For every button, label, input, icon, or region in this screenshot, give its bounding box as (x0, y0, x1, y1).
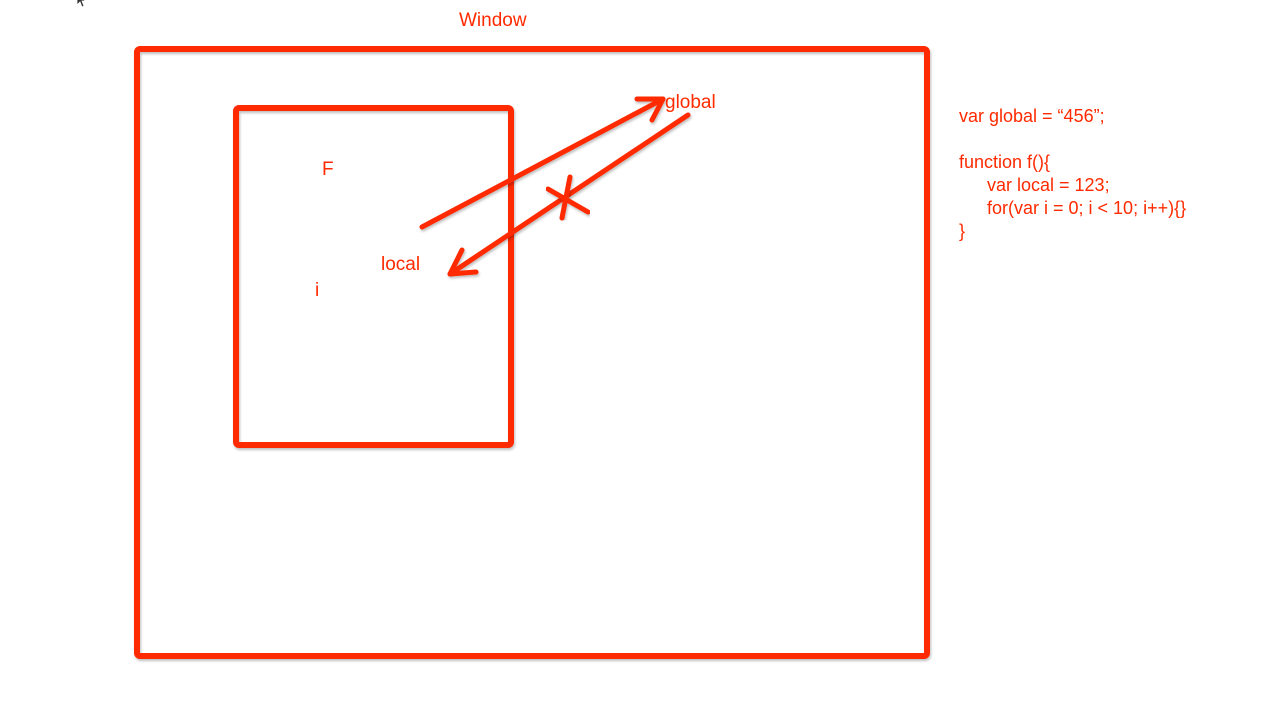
code-line: function f(){ (959, 152, 1051, 172)
cross-mark-icon (545, 174, 591, 221)
global-label: global (665, 92, 716, 113)
function-label: F (322, 159, 334, 180)
function-scope-box (233, 105, 514, 448)
arrow-local-to-global (419, 96, 666, 230)
code-snippet: var global = “456”; function f(){ var lo… (959, 105, 1186, 243)
mouse-pointer-icon (76, 0, 88, 8)
code-line: } (959, 221, 966, 241)
i-label: i (315, 280, 320, 301)
code-line: var local = 123; (987, 175, 1110, 195)
local-label: local (381, 254, 421, 275)
code-blank-line (959, 128, 1186, 151)
code-line: var global = “456”; (959, 106, 1105, 126)
code-line: for(var i = 0; i < 10; i++){} (987, 198, 1187, 218)
window-label: Window (459, 10, 527, 31)
window-scope-box (134, 46, 930, 659)
